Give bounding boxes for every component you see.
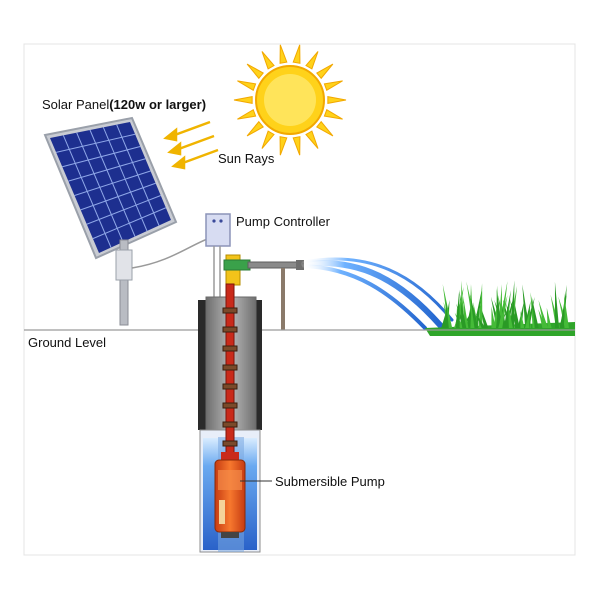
sun-spike <box>305 51 319 70</box>
solar-panel-title: Solar Panel <box>42 97 110 112</box>
pipe-coupling <box>222 345 238 352</box>
solar-panel-note: (120w or larger) <box>109 97 207 112</box>
sun-spike <box>233 95 253 105</box>
water-spray <box>301 257 454 330</box>
panel-grid-line <box>62 146 141 168</box>
diagram-frame <box>23 43 576 556</box>
grass-blade <box>559 292 567 328</box>
grass-blade <box>496 301 501 328</box>
grass-blade <box>461 312 472 328</box>
panel-grid-line <box>86 195 161 225</box>
sun-spike <box>261 51 275 70</box>
sun-spike <box>316 63 334 80</box>
pipe-coupling <box>222 421 238 428</box>
grass-blade <box>466 300 472 328</box>
panel-grid-line <box>74 170 151 196</box>
panel-post <box>119 239 129 326</box>
sun-ray-arrows <box>163 120 219 170</box>
panel-grid-line <box>68 158 146 182</box>
grass-blade <box>466 281 478 328</box>
grass-blade <box>525 297 535 328</box>
grass-blade <box>490 296 501 328</box>
pump-controller-box <box>205 213 231 300</box>
panel-grid-line <box>92 207 167 240</box>
sun-icon <box>233 44 347 156</box>
sun-spike <box>246 120 264 137</box>
grass-blade <box>508 304 513 328</box>
pump-controller-label: Pump Controller <box>236 214 330 229</box>
pipe-coupling <box>222 402 238 409</box>
submersible-pump-label: Submersible Pump <box>275 474 385 489</box>
grass-blade <box>531 297 539 328</box>
riser-pipe <box>222 283 238 455</box>
grass-blade <box>498 281 508 328</box>
pipe-coupling <box>222 364 238 371</box>
grass-blade <box>517 300 525 328</box>
pipe-coupling <box>222 440 238 447</box>
discharge-pipe <box>223 254 304 330</box>
pipe-coupling <box>222 307 238 314</box>
sun-spike <box>279 44 288 64</box>
grass-blade <box>546 307 552 328</box>
grass-blade <box>444 301 449 328</box>
ground-level-label: Ground Level <box>28 335 107 350</box>
solar-panel <box>43 116 178 326</box>
panel-grid-line <box>80 182 156 211</box>
grass-blade <box>469 294 479 328</box>
grass-blade <box>491 306 496 328</box>
grass-blade <box>442 284 453 328</box>
sun-spike <box>316 120 334 137</box>
sun-spike <box>323 80 343 92</box>
panel-grid-line <box>56 133 136 153</box>
sun-spike <box>327 95 347 105</box>
sun-rays-label: Sun Rays <box>218 151 275 166</box>
grass-blade <box>560 284 567 328</box>
power-cable <box>131 237 211 269</box>
grass-blade <box>455 289 460 328</box>
submersible-pump <box>214 452 246 538</box>
sun-spike <box>237 108 257 120</box>
grass-blade <box>520 311 525 328</box>
grass-blade <box>522 284 530 328</box>
grass-blade <box>554 281 560 328</box>
grass-blade <box>503 290 511 328</box>
solar-panel-label: Solar Panel(120w or larger) <box>42 98 206 111</box>
sun-spike <box>237 80 257 92</box>
sun-spike <box>292 44 301 64</box>
sun-spike <box>279 136 288 156</box>
sun-spike <box>323 108 343 120</box>
grass-blade <box>538 299 548 328</box>
grass-blade <box>524 308 531 328</box>
grass-blade <box>475 313 486 328</box>
grass-blade <box>563 293 569 328</box>
grass-blade <box>478 283 483 328</box>
pipe-coupling <box>222 383 238 390</box>
sun-spike <box>292 136 301 156</box>
grass-blade <box>530 292 537 328</box>
sun-spike <box>246 63 264 80</box>
pipe-coupling <box>222 326 238 333</box>
grass-blade <box>524 300 531 328</box>
panel-mount <box>115 249 133 281</box>
grass-blade <box>478 302 489 328</box>
grass-blade <box>498 295 508 328</box>
sun-spike <box>305 130 319 149</box>
sun-spike <box>261 130 275 149</box>
grass <box>425 280 575 336</box>
